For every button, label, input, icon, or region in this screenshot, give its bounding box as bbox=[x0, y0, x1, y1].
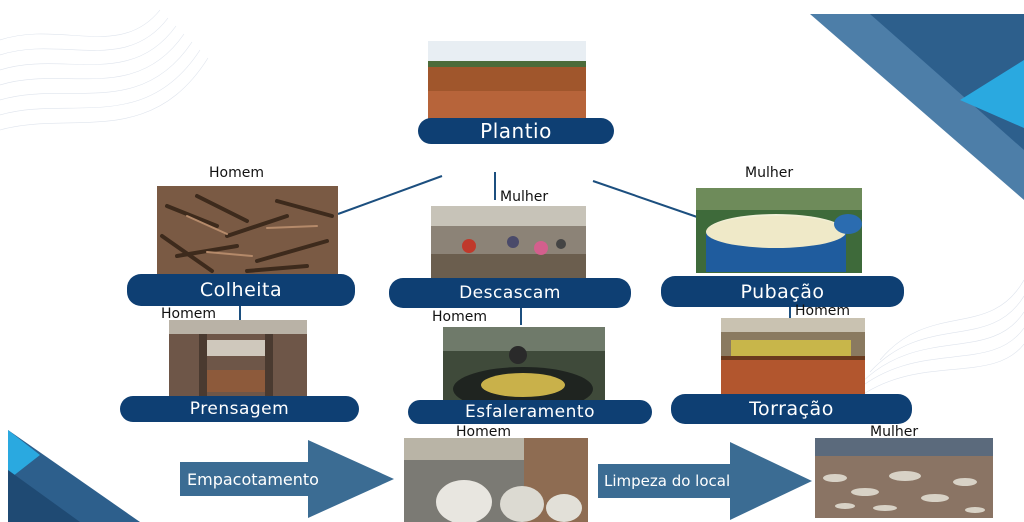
arrow-limpeza-shape bbox=[598, 442, 812, 520]
stage-esfaleramento: Esfaleramento bbox=[408, 400, 652, 424]
colheita-photo bbox=[157, 186, 338, 276]
stage-colheita-label: Colheita bbox=[199, 279, 283, 301]
stage-descascam: Descascam bbox=[389, 278, 631, 308]
arrow-empacotamento-shape bbox=[180, 440, 394, 518]
plantio-photo bbox=[428, 41, 586, 121]
connector-colheita bbox=[337, 175, 443, 215]
stage-pubacao: Pubação bbox=[661, 276, 904, 307]
role-descascam: Mulher bbox=[500, 189, 549, 205]
stage-torracao-label: Torração bbox=[749, 398, 834, 420]
stage-esfaleramento-label: Esfaleramento bbox=[465, 402, 595, 422]
pubacao-photo bbox=[696, 188, 862, 273]
stage-plantio: Plantio bbox=[418, 118, 614, 144]
connector-pubacao bbox=[592, 180, 701, 219]
torracao-photo bbox=[721, 318, 865, 396]
stage-prensagem: Prensagem bbox=[120, 396, 359, 422]
role-esfaleramento: Homem bbox=[432, 309, 487, 325]
arrow-limpeza-label: Limpeza do local bbox=[604, 472, 731, 490]
stage-plantio-label: Plantio bbox=[480, 119, 552, 143]
descascam-photo bbox=[431, 206, 586, 280]
prensagem-photo bbox=[169, 320, 307, 396]
limpeza-photo bbox=[815, 438, 993, 518]
role-pubacao: Mulher bbox=[745, 165, 794, 181]
role-limpeza: Mulher bbox=[870, 424, 919, 440]
empacotamento-photo bbox=[404, 438, 588, 522]
stage-torracao: Torração bbox=[671, 394, 912, 424]
esfaleramento-photo bbox=[443, 327, 605, 409]
stage-prensagem-label: Prensagem bbox=[189, 399, 290, 419]
stage-colheita: Colheita bbox=[127, 274, 355, 306]
stage-descascam-label: Descascam bbox=[459, 283, 561, 303]
role-colheita: Homem bbox=[209, 165, 264, 181]
stage-pubacao-label: Pubação bbox=[740, 280, 825, 303]
role-prensagem: Homem bbox=[161, 306, 216, 322]
role-torracao: Homem bbox=[795, 303, 850, 319]
role-empacotamento: Homem bbox=[456, 424, 511, 440]
arrow-empacotamento-label: Empacotamento bbox=[187, 470, 319, 489]
